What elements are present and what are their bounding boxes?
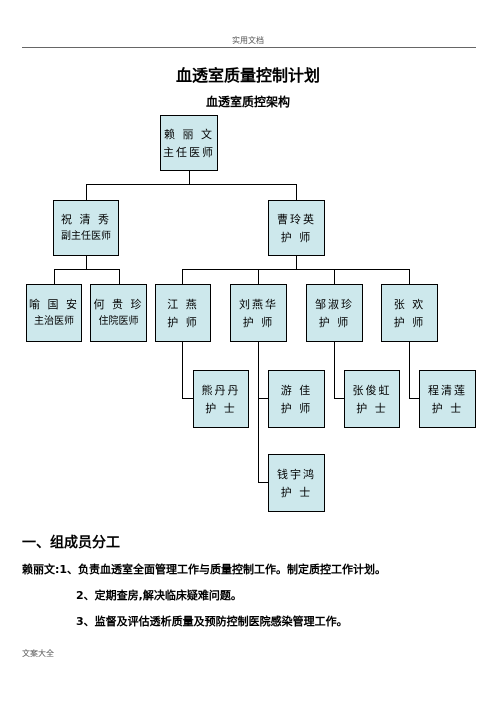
node-name: 张 欢 (393, 297, 426, 311)
connector-line (334, 269, 335, 285)
org-node-staff: 张俊虹 护 士 (344, 370, 400, 428)
connector-line (409, 342, 410, 399)
node-role: 护 师 (242, 315, 275, 329)
connector-line (182, 269, 183, 285)
connector-line (258, 482, 269, 483)
org-node-nurse: 刘燕华 护 师 (230, 284, 287, 342)
node-role: 护 师 (393, 315, 426, 329)
node-role: 护 师 (280, 401, 313, 415)
node-role: 护 士 (356, 401, 388, 415)
connector-line (334, 342, 335, 399)
node-role: 护 师 (167, 315, 199, 329)
page-title: 血透室质量控制计划 (175, 66, 320, 85)
duty-line: 3、监督及评估透析质量及预防控制医院感染管理工作。 (76, 615, 348, 628)
node-name: 程清莲 (428, 383, 467, 397)
org-node-head-nurse: 曹玲英 护 师 (268, 200, 325, 256)
connector-line (54, 269, 120, 270)
node-name: 曹玲英 (277, 212, 316, 226)
org-node-staff: 程清莲 护 士 (419, 370, 476, 428)
connector-line (189, 170, 190, 185)
node-role: 护 士 (431, 401, 464, 415)
duty-line: 赖丽文:1、负责血透室全面管理工作与质量控制工作。制定质控工作计划。 (22, 563, 387, 576)
node-name: 张俊虹 (352, 383, 392, 397)
connector-line (296, 255, 297, 270)
connector-line (258, 342, 259, 483)
node-role: 护 士 (280, 485, 313, 499)
connector-line (182, 269, 410, 270)
org-node-nurse: 邹淑珍 护 师 (306, 284, 363, 342)
connector-line (409, 269, 410, 285)
org-node-staff: 钱宇鸿 护 士 (268, 454, 325, 512)
node-role: 主任医师 (163, 145, 215, 159)
connector-line (258, 398, 269, 399)
node-role: 护 士 (205, 401, 237, 415)
connector-line (334, 398, 345, 399)
duty-line: 2、定期查房,解决临床疑难问题。 (76, 589, 242, 602)
org-node-staff: 熊丹丹 护 士 (193, 370, 249, 428)
page-footer: 文案大全 (22, 649, 54, 658)
page-header: 实用文档 (232, 36, 264, 45)
node-name: 熊丹丹 (201, 383, 241, 397)
org-node-nurse: 江 燕 护 师 (155, 284, 211, 342)
connector-line (409, 398, 420, 399)
org-node-staff: 游 佳 护 师 (268, 370, 325, 428)
node-name: 祝 清 秀 (61, 213, 111, 226)
node-name: 喻 国 安 (29, 298, 79, 311)
node-name: 何 贵 珍 (93, 298, 144, 311)
connector-line (86, 255, 87, 270)
node-name: 刘燕华 (239, 297, 278, 311)
org-node-doctor: 何 贵 珍 住院医师 (90, 284, 147, 342)
page-subtitle: 血透室质控架构 (205, 95, 290, 109)
node-name: 游 佳 (280, 383, 313, 397)
connector-line (54, 269, 55, 285)
connector-line (182, 398, 194, 399)
org-node-deputy-director: 祝 清 秀 副主任医师 (53, 200, 119, 256)
org-node-doctor: 喻 国 安 主治医师 (26, 284, 82, 342)
connector-line (182, 342, 183, 399)
connector-line (119, 269, 120, 285)
section-heading: 一、组成员分工 (22, 535, 120, 551)
node-role: 副主任医师 (61, 231, 111, 242)
connector-line (86, 184, 297, 185)
org-node-nurse: 张 欢 护 师 (381, 284, 438, 342)
connector-line (86, 184, 87, 201)
node-role: 住院医师 (98, 316, 139, 327)
node-role: 主治医师 (34, 316, 74, 327)
node-name: 赖 丽 文 (164, 127, 214, 141)
node-name: 邹淑珍 (315, 297, 354, 311)
org-node-root: 赖 丽 文 主任医师 (160, 115, 218, 171)
node-role: 护 师 (318, 315, 351, 329)
node-role: 护 师 (280, 230, 313, 244)
node-name: 江 燕 (167, 297, 199, 311)
node-name: 钱宇鸿 (277, 467, 316, 481)
connector-line (258, 269, 259, 285)
connector-line (296, 184, 297, 201)
header-divider (22, 47, 476, 48)
